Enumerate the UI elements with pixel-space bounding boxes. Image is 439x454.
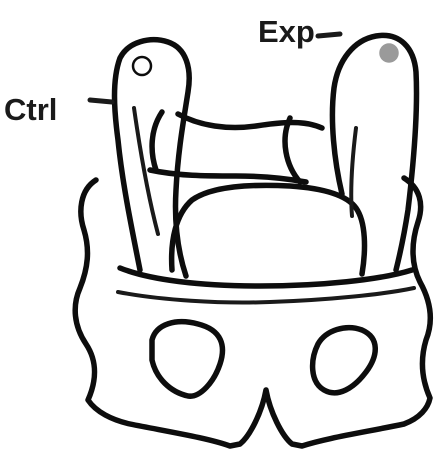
experimental-leader [318,34,340,36]
control-leader [90,100,112,102]
right-pit [313,328,376,393]
bridge-top [178,114,322,128]
lower-plate-rim [118,288,414,303]
left-pit [152,322,222,396]
bridge-left-edge [152,112,162,170]
central-plate [172,185,365,274]
experimental-label: Exp [258,14,315,49]
bridge-right-edge [285,118,300,182]
control-label: Ctrl [4,92,57,127]
control-marker [133,57,151,75]
lower-plate [120,268,412,286]
experimental-marker [380,44,398,62]
bridge-bottom [150,170,306,182]
right-arytenoid [332,35,416,270]
